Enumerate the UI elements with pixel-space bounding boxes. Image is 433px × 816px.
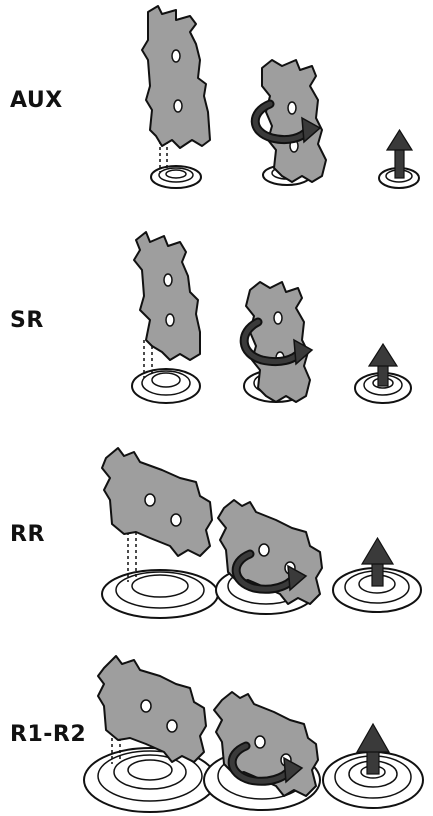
mounting-plate bbox=[97, 655, 207, 763]
row-label-aux: AUX bbox=[10, 88, 63, 113]
socket bbox=[150, 165, 202, 189]
mounting-plate bbox=[245, 281, 311, 403]
row-sr bbox=[131, 231, 412, 404]
socket bbox=[322, 751, 424, 809]
rotate-arrow-icon bbox=[231, 549, 308, 594]
row-label-r1-r2: R1-R2 bbox=[10, 722, 87, 747]
row-r1-r2 bbox=[83, 655, 424, 813]
rotate-arrow-icon bbox=[227, 741, 304, 786]
mounting-plate bbox=[261, 59, 327, 183]
up-arrow-icon bbox=[360, 536, 395, 587]
row-aux bbox=[141, 5, 420, 189]
rotate-arrow-icon bbox=[239, 317, 314, 367]
mounting-plate bbox=[101, 447, 213, 557]
up-arrow-icon bbox=[355, 722, 391, 775]
socket bbox=[101, 569, 219, 619]
mounting-plate bbox=[133, 231, 201, 361]
socket bbox=[83, 747, 217, 813]
row-label-sr: SR bbox=[10, 308, 44, 333]
row-label-rr: RR bbox=[10, 522, 45, 547]
guide-lines bbox=[127, 526, 137, 582]
row-rr bbox=[101, 447, 422, 619]
up-arrow-icon bbox=[367, 342, 399, 387]
socket bbox=[131, 368, 201, 404]
rotate-arrow-icon bbox=[250, 99, 322, 145]
up-arrow-icon bbox=[385, 128, 414, 179]
mounting-plate bbox=[141, 5, 211, 149]
